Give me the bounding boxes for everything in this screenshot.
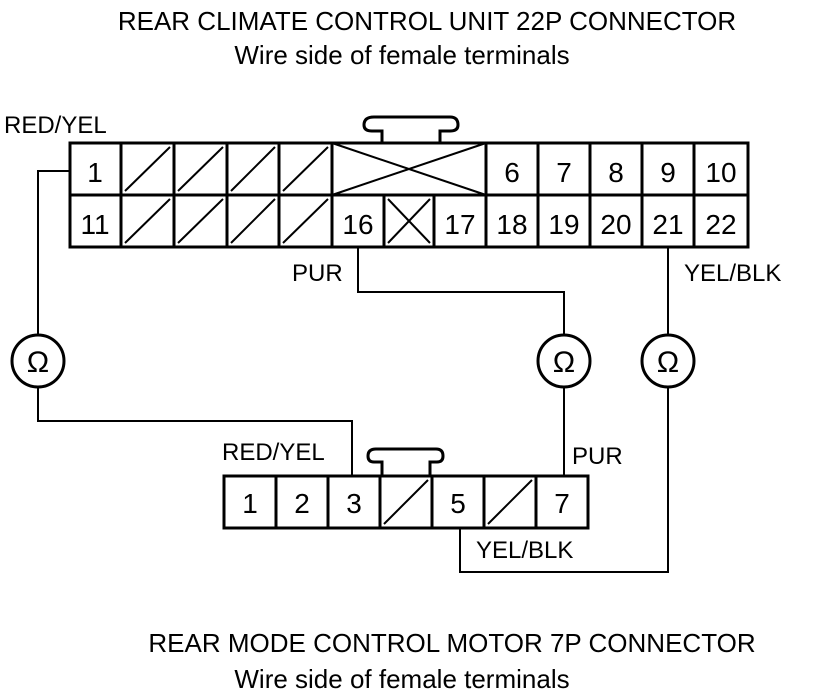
ohmmeter-symbol: Ω: [657, 346, 679, 379]
top-connector-subtitle: Wire side of female terminals: [234, 40, 569, 70]
top-pin-7: 7: [556, 157, 572, 188]
bottom-pin-7: 7: [554, 488, 570, 519]
top-pin-8: 8: [608, 157, 624, 188]
bottom-pin-1: 1: [242, 488, 258, 519]
top-pin-17: 17: [444, 209, 475, 240]
wire-label-top-pin16: PUR: [292, 260, 343, 287]
bottom-connector-body: [222, 474, 590, 530]
wire-pur: [357, 247, 565, 335]
top-pin-21: 21: [652, 209, 683, 240]
wire-label-bottom-pin3: RED/YEL: [222, 439, 325, 466]
wire-red-yel-lower: [37, 387, 353, 476]
connector-lock-tab-icon: [366, 447, 445, 476]
wire-red-yel: [37, 170, 70, 335]
ohmmeter-icon: [640, 333, 696, 389]
ohmmeter-3: Ω: [640, 333, 696, 389]
ohmmeter-1: Ω: [10, 333, 66, 389]
top-pin-22: 22: [705, 209, 736, 240]
ohmmeter-icon: [536, 333, 592, 389]
top-pin-1: 1: [87, 157, 103, 188]
wire-label-bottom-pin7: PUR: [572, 443, 623, 470]
bottom-pin-5: 5: [450, 488, 466, 519]
ohmmeter-icon: [10, 333, 66, 389]
wire-label-bottom-pin5: YEL/BLK: [476, 537, 573, 564]
top-pin-19: 19: [548, 209, 579, 240]
connector-lock-tab-icon: [362, 115, 460, 143]
top-pin-11: 11: [80, 209, 109, 240]
blocked-cavity-icon: [383, 479, 533, 525]
blocked-cavity-icon: [124, 142, 487, 244]
top-connector-title: REAR CLIMATE CONTROL UNIT 22P CONNECTOR: [118, 6, 736, 36]
bottom-connector-title: REAR MODE CONTROL MOTOR 7P CONNECTOR: [148, 628, 755, 658]
bottom-pin-2: 2: [294, 488, 310, 519]
top-pin-16: 16: [342, 209, 373, 240]
top-pin-9: 9: [660, 157, 676, 188]
top-pin-18: 18: [496, 209, 527, 240]
wire-yel-blk-lower: [459, 387, 669, 573]
ohmmeter-symbol: Ω: [27, 346, 49, 379]
bottom-pin-3: 3: [346, 488, 362, 519]
wire-label-top-pin1: RED/YEL: [4, 112, 107, 139]
wire-label-top-pin21: YEL/BLK: [684, 260, 781, 287]
ohmmeter-2: Ω: [536, 333, 592, 389]
ohmmeter-symbol: Ω: [553, 346, 575, 379]
bottom-connector-subtitle: Wire side of female terminals: [234, 664, 569, 694]
bottom-connector: 1 2 3 5 7: [222, 447, 590, 530]
top-pin-6: 6: [504, 157, 520, 188]
test-wires: [37, 170, 669, 573]
top-pin-20: 20: [600, 209, 631, 240]
top-connector: 1 6 7 8 9 10 11 16 17 18 19 20 21 22: [68, 115, 750, 249]
top-pin-10: 10: [705, 157, 736, 188]
